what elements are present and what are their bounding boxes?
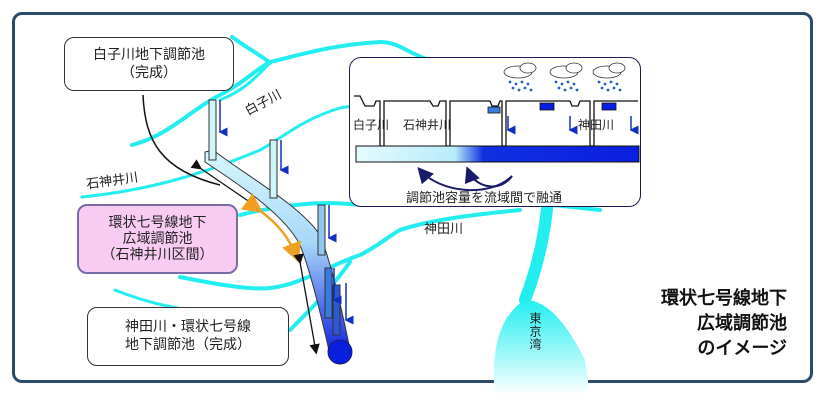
river-label-kandagawa: 神田川 <box>424 222 464 237</box>
river-kandagawa <box>178 208 522 291</box>
title-line: のイメージ <box>697 338 787 359</box>
transfer-arrow-near <box>464 166 513 188</box>
inset-label-shirakogawa: 白子川 <box>353 118 390 132</box>
inset-graphic <box>354 62 640 192</box>
callout-kanshichi-wide-pond: 環状七号線地下 広域調節池 （石神井川区間） <box>77 204 238 274</box>
river-main-to-bay <box>519 194 554 306</box>
callout-kandagawa-pond: 神田川・環状七号線 地下調節池（完成） <box>87 307 289 366</box>
inset-caption: 調節池容量を流域間で融通 <box>406 191 563 206</box>
diagram-title: 環状七号線地下 広域調節池 のイメージ <box>661 286 787 361</box>
callout-line: 神田川・環状七号線 <box>125 319 251 335</box>
transfer-arrow-far <box>417 166 513 192</box>
callout-shirakogawa-pond: 白子川地下調節池 （完成） <box>64 37 234 91</box>
callout-line: 地下調節池（完成） <box>125 337 251 353</box>
inflow-arrows <box>218 100 354 325</box>
extent-arrow-kandagawa <box>293 253 320 355</box>
inset-label-shakujiigawa: 石神井川 <box>403 118 452 132</box>
callout-leader <box>142 94 221 186</box>
tunnel-end <box>327 339 353 365</box>
callout-line: 広域調節池 <box>122 231 193 247</box>
callout-line: （石神井川区間） <box>101 247 214 263</box>
river-shirakogawa-lower <box>218 61 272 102</box>
title-line: 環状七号線地下 <box>661 288 787 309</box>
bay-label-tokyo: 東京湾 <box>528 312 542 351</box>
callout-line: 白子川地下調節池 <box>93 47 205 63</box>
tokyo-bay <box>493 300 590 395</box>
inset-diagram: 白子川 石神井川 神田川 調節池容量を流域間で融通 <box>349 57 641 207</box>
callout-line: （完成） <box>121 65 177 81</box>
callout-line: 環状七号線地下 <box>108 215 207 231</box>
inset-label-kandagawa: 神田川 <box>578 118 615 132</box>
title-line: 広域調節池 <box>697 313 787 334</box>
rain-clouds <box>503 62 626 79</box>
raindrops <box>508 80 622 92</box>
river-shirakogawa-branch <box>230 35 272 65</box>
river-kandagawa-lower <box>113 288 180 310</box>
